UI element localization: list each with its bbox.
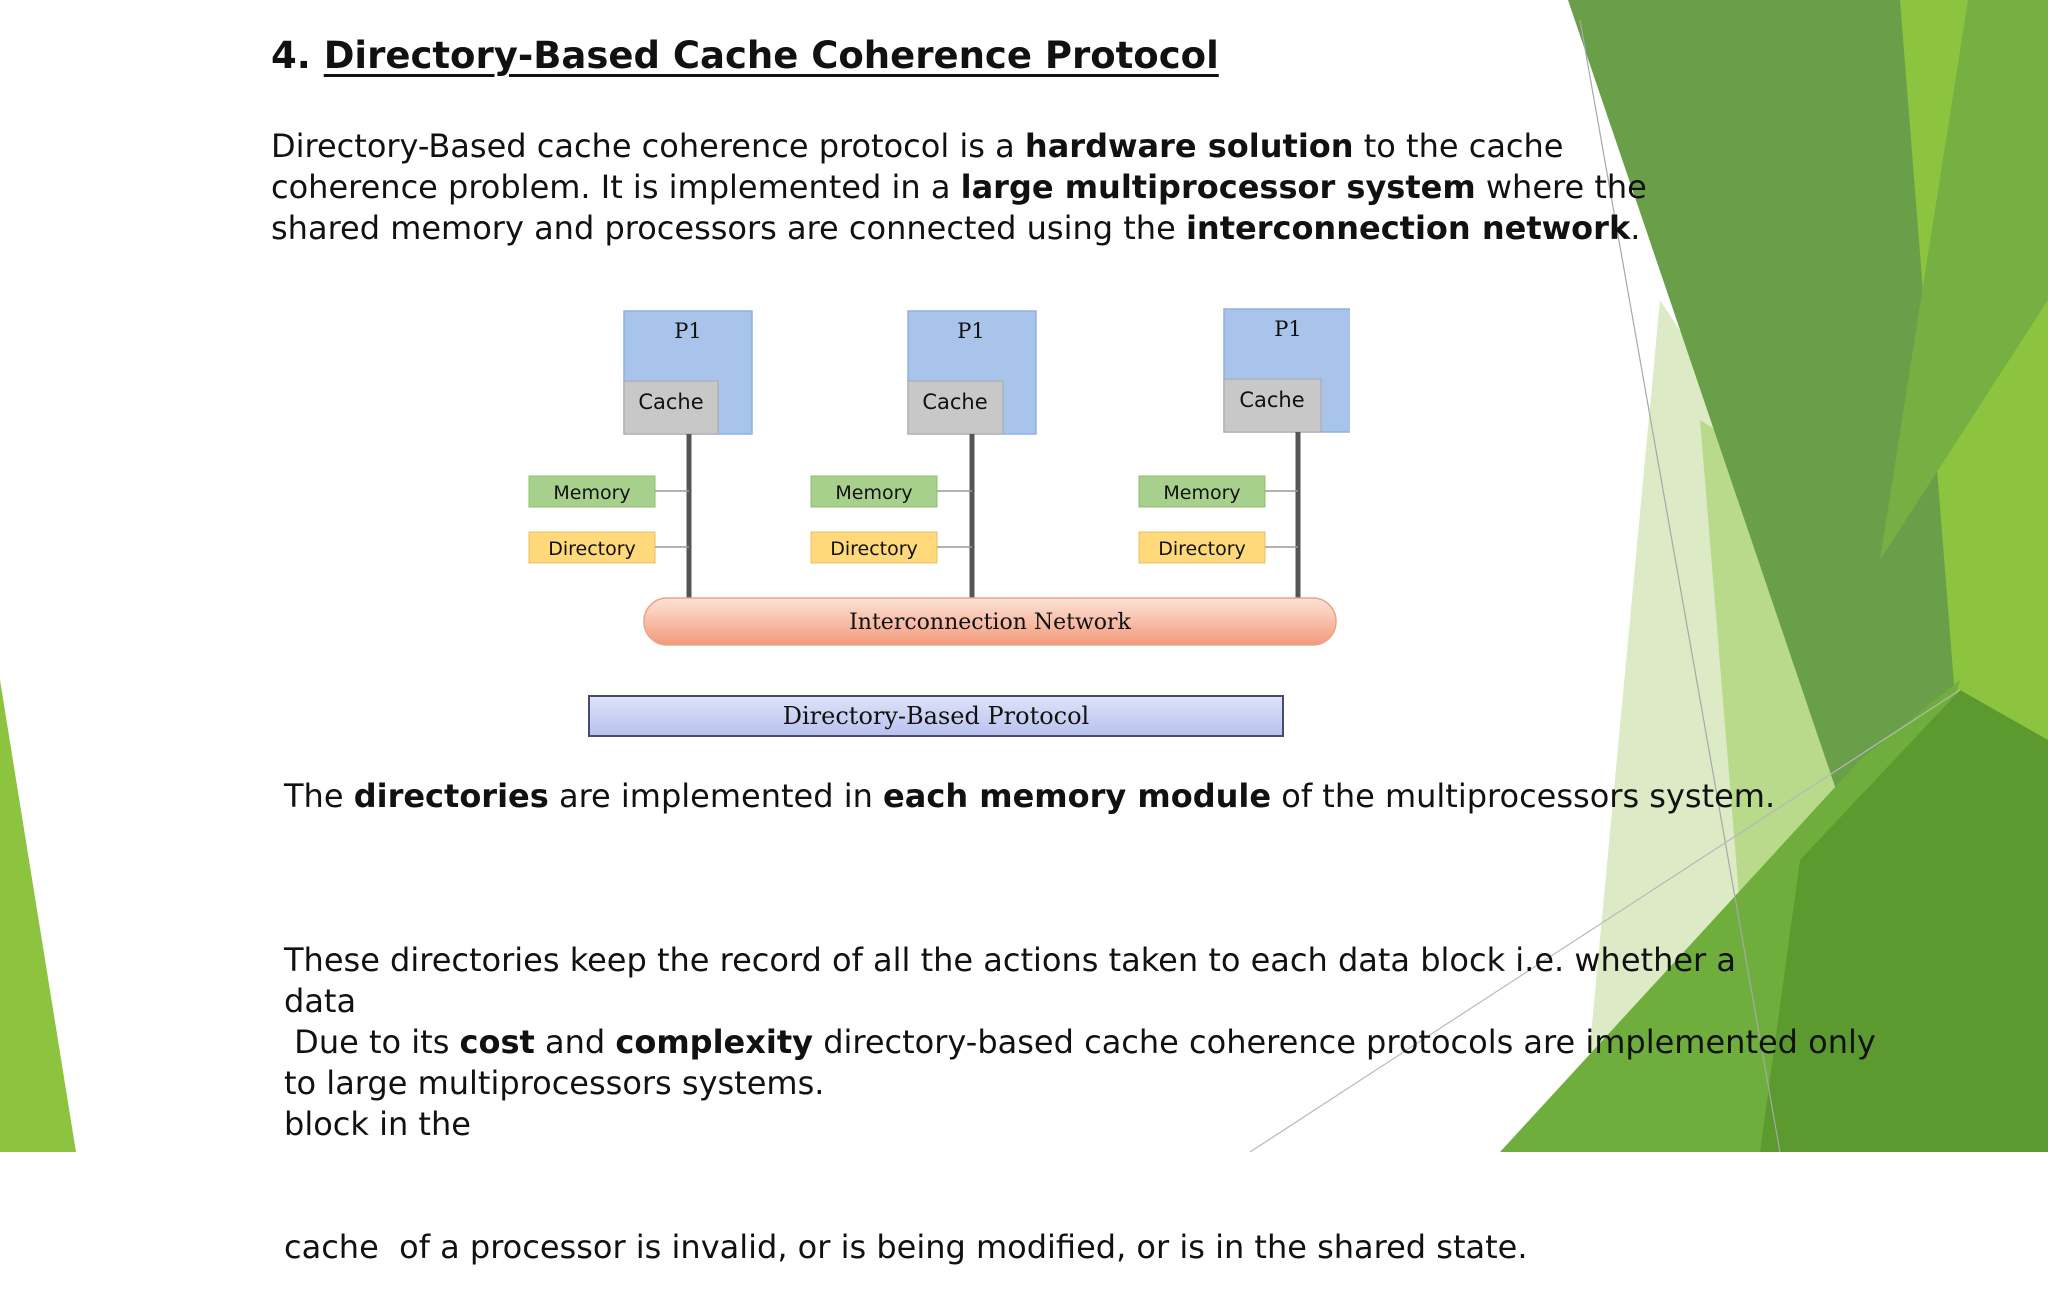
para4-text-2: and bbox=[534, 1023, 616, 1061]
intro-paragraph: Directory-Based cache coherence protocol… bbox=[271, 126, 1691, 249]
processor-label-3: P1 bbox=[1274, 317, 1302, 341]
directory-protocol-diagram: P1 Cache Memory Directory P1 Cache Memor… bbox=[528, 308, 1350, 737]
intro-bold-3: interconnection network bbox=[1185, 209, 1631, 247]
cache-box-1 bbox=[623, 380, 719, 435]
records-line-2: block in the bbox=[284, 1105, 471, 1143]
intro-text-4: . bbox=[1630, 209, 1641, 247]
cache-box-2 bbox=[907, 380, 1004, 435]
right-mid-green-shape bbox=[1880, 0, 2048, 560]
memory-label-3: Memory bbox=[1163, 482, 1240, 504]
para4-text-1: Due to its bbox=[284, 1023, 460, 1061]
cache-box-3 bbox=[1223, 378, 1322, 433]
intro-text-2: to the cache coherence problem. It is im… bbox=[271, 127, 1574, 206]
records-line-3: cache of a processor is invalid, or is b… bbox=[284, 1228, 1528, 1266]
thin-decorative-line-1 bbox=[1579, 19, 1781, 1152]
para2-bold-2: each memory module bbox=[883, 777, 1272, 815]
para4-bold-1: cost bbox=[459, 1023, 535, 1061]
directory-label-1: Directory bbox=[548, 538, 636, 560]
node-2: P1 Cache Memory Directory bbox=[810, 310, 1037, 602]
memory-box-1 bbox=[528, 475, 656, 508]
right-dark-green-shape bbox=[1568, 0, 1968, 860]
cache-label-1: Cache bbox=[638, 390, 703, 414]
slide-title: 4. Directory-Based Cache Coherence Proto… bbox=[271, 34, 1219, 77]
memory-label-1: Memory bbox=[553, 482, 630, 504]
memory-label-2: Memory bbox=[835, 482, 912, 504]
directories-paragraph: The directories are implemented in each … bbox=[284, 776, 1784, 817]
cache-label-2: Cache bbox=[922, 390, 987, 414]
intro-text-1: Directory-Based cache coherence protocol… bbox=[271, 127, 1025, 165]
para2-bold-1: directories bbox=[353, 777, 549, 815]
slide-number: 4. bbox=[271, 34, 311, 77]
para2-text-3: of the multiprocessors system. bbox=[1271, 777, 1776, 815]
left-green-sliver bbox=[0, 680, 76, 1152]
directory-box-2 bbox=[810, 531, 938, 564]
directory-box-3 bbox=[1138, 531, 1266, 564]
para4-text-3: directory-based cache coherence protocol… bbox=[284, 1023, 1887, 1102]
bottom-right-deep-green-shape bbox=[1760, 690, 2048, 1152]
cost-paragraph: Due to its cost and complexity directory… bbox=[284, 1022, 1884, 1104]
intro-bold-2: large multiprocessor system bbox=[960, 168, 1476, 206]
directory-label-2: Directory bbox=[830, 538, 918, 560]
para2-text-2: are implemented in bbox=[548, 777, 884, 815]
node-1: P1 Cache Memory Directory bbox=[528, 310, 753, 602]
para2-text-1: The bbox=[284, 777, 354, 815]
diagram-caption-box bbox=[588, 695, 1284, 737]
interconnection-network-label: Interconnection Network bbox=[849, 610, 1131, 635]
memory-box-2 bbox=[810, 475, 938, 508]
para4-bold-2: complexity bbox=[615, 1023, 814, 1061]
thin-decorative-line-2 bbox=[1249, 689, 1961, 1152]
records-line-1: These directories keep the record of all… bbox=[284, 941, 1747, 1020]
slide-title-text: Directory-Based Cache Coherence Protocol bbox=[323, 34, 1219, 77]
background-decoration bbox=[0, 0, 2048, 1152]
directory-label-3: Directory bbox=[1158, 538, 1246, 560]
processor-label-1: P1 bbox=[674, 319, 702, 343]
processor-label-2: P1 bbox=[957, 319, 985, 343]
interconnection-network-bar bbox=[643, 597, 1337, 646]
diagram-caption-label: Directory-Based Protocol bbox=[783, 702, 1089, 730]
node-3: P1 Cache Memory Directory bbox=[1138, 308, 1350, 602]
cache-label-3: Cache bbox=[1239, 388, 1304, 412]
intro-bold-1: hardware solution bbox=[1024, 127, 1354, 165]
intro-text-3: where the shared memory and processors a… bbox=[271, 168, 1657, 247]
